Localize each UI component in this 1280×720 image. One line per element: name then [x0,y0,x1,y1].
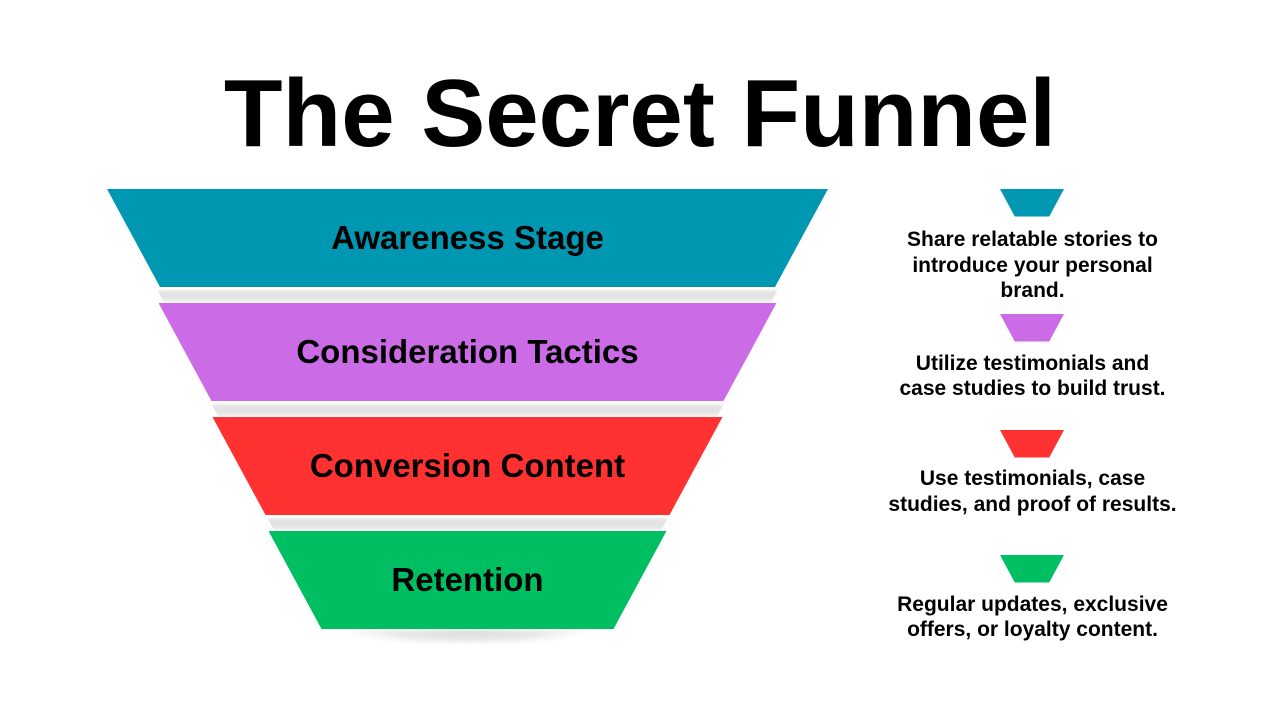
funnel-trapezoid-icon [1000,555,1064,583]
page-title: The Secret Funnel [223,60,1057,167]
stage-shadow [157,290,778,303]
funnel-stage-awareness: Awareness Stage [107,189,828,287]
funnel-stage-label: Conversion Content [309,447,626,484]
legend-note: Share relatable stories to introduce you… [907,228,1158,302]
funnel-trapezoid-icon [1000,189,1064,217]
funnel-stage-label: Awareness Stage [331,219,604,256]
funnel-stage-retention: Retention [269,531,667,629]
legend-note: Utilize testimonials and case studies to… [899,351,1166,401]
funnel-stage-label: Consideration Tactics [296,333,639,370]
stage-shadow [267,518,668,531]
funnel-trapezoid-icon [1000,430,1064,458]
funnel-stage-label: Retention [391,561,544,598]
legend-note: Use testimonials, case studies, and proo… [888,467,1177,516]
funnel-stage-consideration: Consideration Tactics [159,303,777,401]
funnel-bottom-shadow [314,629,620,649]
funnel-stage-conversion: Conversion Content [213,417,723,515]
funnel-trapezoid-icon [1000,314,1064,342]
stage-shadow [211,404,724,417]
legend-note: Regular updates, exclusive offers, or lo… [897,592,1168,642]
